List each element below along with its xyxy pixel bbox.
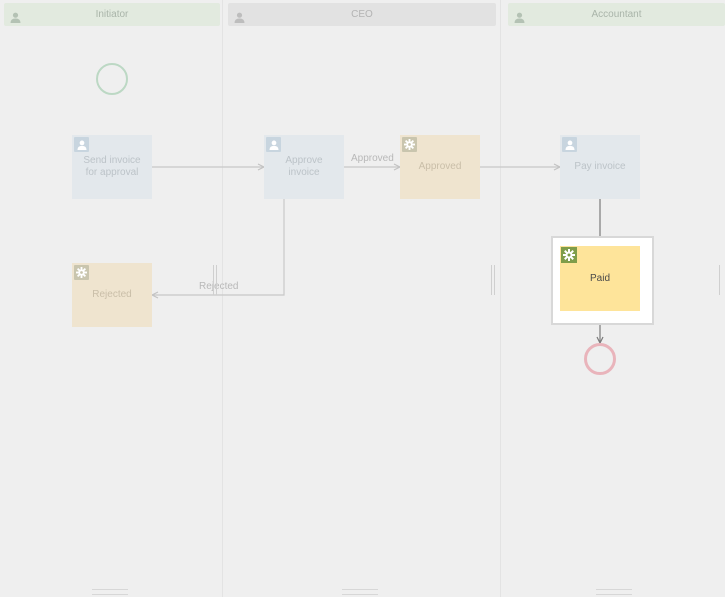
lane-resize-handle[interactable] xyxy=(494,265,495,295)
user-icon xyxy=(234,9,245,32)
lane-bottom-grip[interactable] xyxy=(92,589,128,595)
gear-icon xyxy=(402,137,417,152)
task-label: Paid xyxy=(589,273,610,284)
task-rejected[interactable]: Rejected xyxy=(72,263,152,327)
lane-header-initiator[interactable]: Initiator xyxy=(4,3,220,26)
lane-name: CEO xyxy=(351,9,373,20)
task-label: Approve invoice xyxy=(285,155,323,178)
user-icon xyxy=(266,137,281,152)
task-paid[interactable]: Paid xyxy=(560,246,640,311)
flow-label-approved: Approved xyxy=(351,153,394,164)
lane-separator xyxy=(500,0,501,597)
lane-resize-handle[interactable] xyxy=(213,265,214,295)
gear-icon xyxy=(561,247,577,263)
user-icon xyxy=(74,137,89,152)
lane-header-ceo[interactable]: CEO xyxy=(228,3,496,26)
task-send-invoice[interactable]: Send invoice for approval xyxy=(72,135,152,199)
task-pay-invoice[interactable]: Pay invoice xyxy=(560,135,640,199)
lane-resize-handle[interactable] xyxy=(491,265,492,295)
lane-name: Initiator xyxy=(95,9,129,20)
lane-separator xyxy=(222,0,223,597)
task-approve-invoice[interactable]: Approve invoice xyxy=(264,135,344,199)
end-event[interactable] xyxy=(584,343,616,375)
lane-header-accountant[interactable]: Accountant xyxy=(508,3,725,26)
lane-bottom-grip[interactable] xyxy=(342,589,378,595)
task-label: Approved xyxy=(418,161,462,172)
flow-label-rejected: Rejected xyxy=(199,281,239,292)
start-event[interactable] xyxy=(96,63,128,95)
user-icon xyxy=(514,9,525,32)
user-icon xyxy=(562,137,577,152)
lane-name: Accountant xyxy=(591,9,642,20)
task-label: Send invoice for approval xyxy=(83,155,141,178)
lane-resize-handle[interactable] xyxy=(216,265,217,295)
task-label: Pay invoice xyxy=(574,161,626,172)
flow-approve-to-rejected[interactable] xyxy=(152,199,285,295)
gear-icon xyxy=(74,265,89,280)
task-label: Rejected xyxy=(92,289,132,300)
task-approved[interactable]: Approved xyxy=(400,135,480,199)
lane-resize-handle[interactable] xyxy=(719,265,720,295)
user-icon xyxy=(10,9,21,32)
lane-bottom-grip[interactable] xyxy=(596,589,632,595)
